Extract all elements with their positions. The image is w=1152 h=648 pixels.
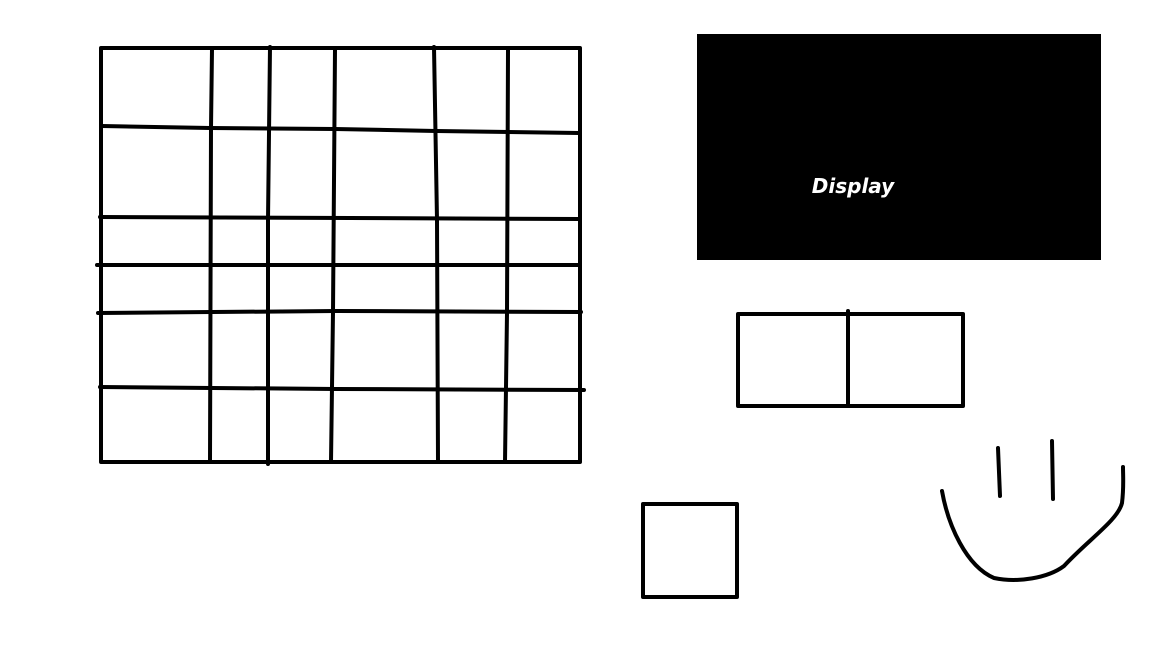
display-screen [697, 34, 1101, 260]
double-box [736, 309, 965, 408]
grid-outline [99, 46, 582, 464]
display-label: Display [812, 174, 895, 198]
grid-row-line [98, 385, 586, 392]
smiley-eye-right [1050, 439, 1055, 501]
grid-column-line [432, 45, 440, 464]
smiley-mouth [940, 465, 1126, 582]
display-panel: Display [697, 34, 1101, 260]
grid-column-line [266, 45, 272, 466]
smiley-eye-left [996, 446, 1002, 498]
grid-column-line [503, 48, 510, 464]
grid-column-line [329, 47, 337, 464]
double-box-outline [736, 312, 965, 408]
smiley-face-drawing [940, 439, 1126, 582]
grid-column-line [208, 47, 214, 464]
small-square [641, 502, 739, 599]
grid-row-line [98, 215, 581, 221]
grid-row-line [96, 309, 583, 315]
grid [95, 45, 586, 466]
